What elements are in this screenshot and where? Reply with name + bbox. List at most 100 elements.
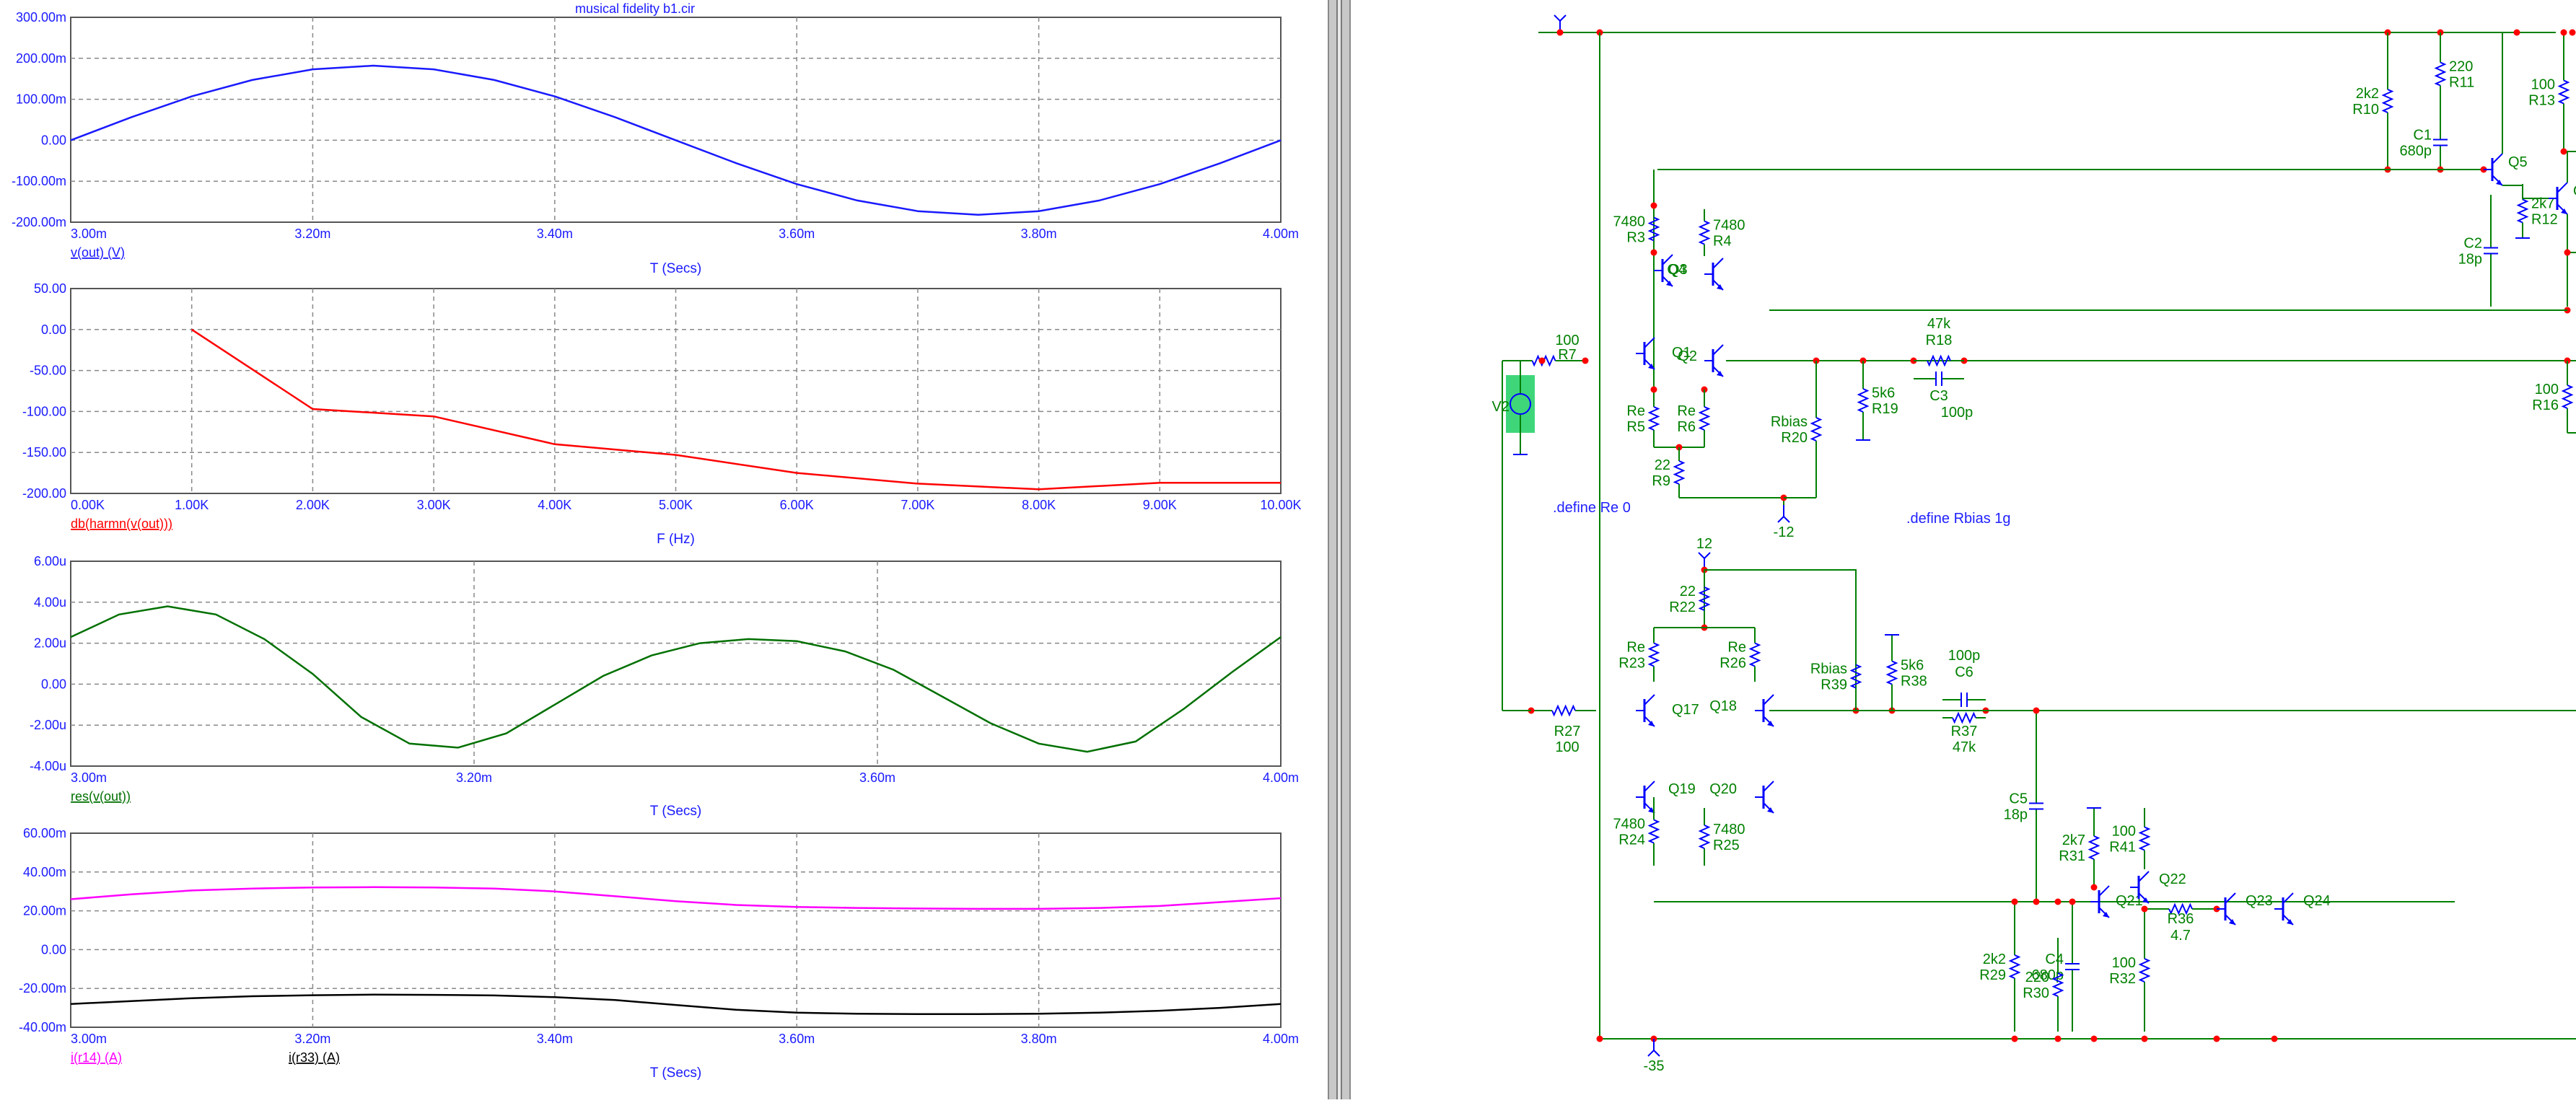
resistor-r22[interactable] [1698, 586, 1711, 611]
resistor-r31[interactable] [2087, 835, 2100, 860]
transistor-collector [2492, 153, 2503, 164]
part-label: 7480 [1713, 218, 1745, 234]
resistor-r18[interactable] [1927, 354, 1951, 367]
part-label: Q21 [2116, 893, 2143, 909]
part-label: R22 [1669, 599, 1696, 615]
resistor-r39[interactable] [1849, 664, 1862, 689]
resistor-r3[interactable] [1647, 216, 1660, 242]
part-label: Q19 [1668, 781, 1696, 797]
x-tick-label: 3.00m [71, 770, 107, 785]
part-label: Q2 [1678, 348, 1697, 364]
resistor-r4[interactable] [1698, 220, 1711, 245]
x-tick-label: 3.20m [294, 227, 330, 241]
part-label: R32 [2109, 971, 2136, 987]
y-tick-label: 0.00 [41, 942, 66, 957]
plot-frame[interactable] [70, 17, 1282, 223]
part-label: 100 [2112, 955, 2136, 971]
part-label: Rbias [1771, 414, 1808, 430]
part-label: R6 [1677, 419, 1696, 435]
resistor-r9[interactable] [1673, 460, 1686, 485]
wire [2564, 151, 2576, 152]
resistor-r16[interactable] [2561, 384, 2574, 409]
x-tick-label: 4.00K [538, 498, 571, 512]
series-line-1[interactable] [70, 886, 1282, 910]
part-label: R20 [1781, 430, 1808, 446]
resistor-r12[interactable] [2516, 198, 2529, 224]
wire-node [2560, 29, 2567, 36]
part-label: V2 [1492, 399, 1510, 415]
plot-frame[interactable] [70, 832, 1282, 1028]
wire-node [2069, 898, 2076, 905]
transistor-collector [1712, 258, 1724, 269]
schematic-canvas[interactable]: 2k2R10220R11C1680pQ52k7R12C218p100R13D1Q… [1351, 0, 2576, 1099]
wire-node [2271, 1035, 2278, 1042]
resistor-r20[interactable] [1810, 417, 1823, 441]
series-line-1[interactable] [70, 64, 1282, 216]
resistor-r32[interactable] [2138, 958, 2151, 983]
legend-entry[interactable]: i(r14) (A) [71, 1050, 122, 1065]
resistor-r11[interactable] [2434, 61, 2447, 87]
part-label: R23 [1618, 656, 1645, 672]
part-label: R31 [2059, 848, 2085, 864]
define-rbias-directive[interactable]: .define Rbias 1g [1906, 511, 2011, 527]
legend-entry[interactable]: i(r33) (A) [289, 1050, 340, 1065]
resistor-r41[interactable] [2138, 826, 2151, 851]
x-tick-label: 3.80m [1021, 227, 1057, 241]
resistor-r26[interactable] [1748, 642, 1761, 667]
x-tick-label: 8.00K [1022, 498, 1056, 512]
x-tick-label: 3.40m [537, 227, 573, 241]
legend-entry[interactable]: v(out) (V) [71, 245, 125, 260]
resistor-r29[interactable] [2008, 954, 2021, 979]
x-tick-label: 9.00K [1143, 498, 1177, 512]
y-tick-label: 60.00m [23, 826, 66, 840]
define-re-directive[interactable]: .define Re 0 [1553, 500, 1631, 516]
transistor-collector [2282, 892, 2294, 904]
legend-entry[interactable]: db(harmn(v(out))) [71, 517, 172, 531]
y-tick-label: -200.00 [22, 486, 66, 501]
part-label: 4.7 [2170, 928, 2191, 944]
transistor-collector [1712, 344, 1724, 356]
part-label: R24 [1618, 832, 1645, 848]
resistor-r5[interactable] [1647, 406, 1660, 431]
legend-entry[interactable]: res(v(out)) [71, 789, 131, 804]
series-line-2[interactable] [70, 993, 1282, 1015]
part-label: 100 [2112, 824, 2136, 840]
x-tick-label: 5.00K [659, 498, 693, 512]
series-line-1[interactable] [70, 605, 1282, 753]
resistor-r30[interactable] [2051, 972, 2064, 997]
plot-frame[interactable] [70, 561, 1282, 767]
resistor-r25[interactable] [1698, 825, 1711, 849]
series-line-1[interactable] [191, 328, 1281, 491]
plot-frame[interactable] [70, 288, 1282, 494]
y-tick-label: -40.00m [19, 1020, 66, 1034]
resistor-r37[interactable] [1952, 711, 1976, 724]
resistor-r6[interactable] [1698, 406, 1711, 431]
transistor-collector [1662, 254, 1673, 265]
part-label: R19 [1872, 401, 1898, 417]
transistor-collector [2225, 892, 2236, 904]
part-label: Q4 [1667, 262, 1686, 278]
x-axis-label: T (Secs) [650, 1065, 701, 1081]
part-label: 5k6 [1901, 658, 1924, 674]
part-label: R41 [2109, 840, 2136, 856]
source-v2[interactable] [1510, 393, 1531, 415]
resistor-r10[interactable] [2381, 89, 2394, 113]
resistor-r24[interactable] [1647, 819, 1660, 844]
part-label: Q6 [2573, 183, 2576, 199]
resistor-r23[interactable] [1647, 642, 1660, 667]
splitter-handle[interactable] [1336, 0, 1342, 1099]
resistor-r13[interactable] [2557, 79, 2570, 105]
part-label: 2k7 [2531, 196, 2554, 212]
part-label: Q20 [1709, 781, 1737, 797]
resistor-r36[interactable] [2168, 902, 2193, 915]
part-label: 100 [1555, 333, 1579, 348]
resistor-r38[interactable] [1885, 660, 1898, 685]
pane-splitter[interactable] [1328, 0, 1351, 1099]
part-label: Q17 [1672, 702, 1699, 718]
schematic-window[interactable]: 2k2R10220R11C1680pQ52k7R12C218p100R13D1Q… [1351, 0, 2576, 1099]
resistor-r19[interactable] [1857, 388, 1870, 413]
x-tick-label: 4.00m [1263, 770, 1299, 785]
resistor-r27[interactable] [1551, 704, 1576, 717]
